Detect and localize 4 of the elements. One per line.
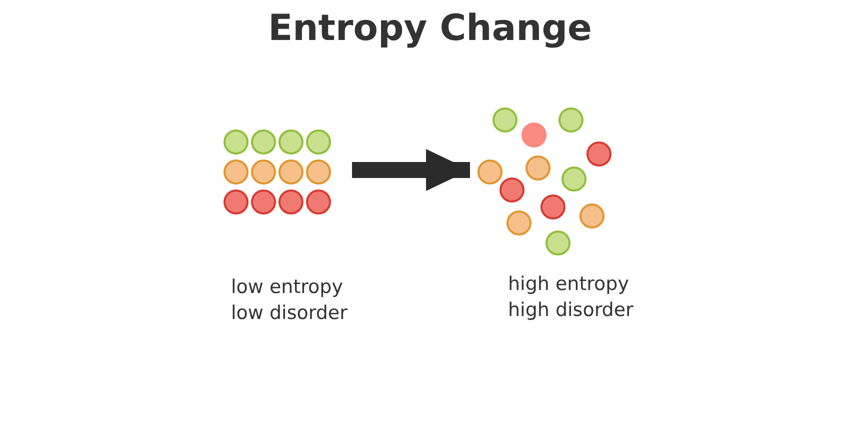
caption-text: high entropy high disorder — [508, 272, 634, 323]
caption-text: low entropy low disorder — [231, 275, 348, 326]
arrow — [352, 149, 470, 191]
title: Entropy Change — [267, 8, 593, 49]
